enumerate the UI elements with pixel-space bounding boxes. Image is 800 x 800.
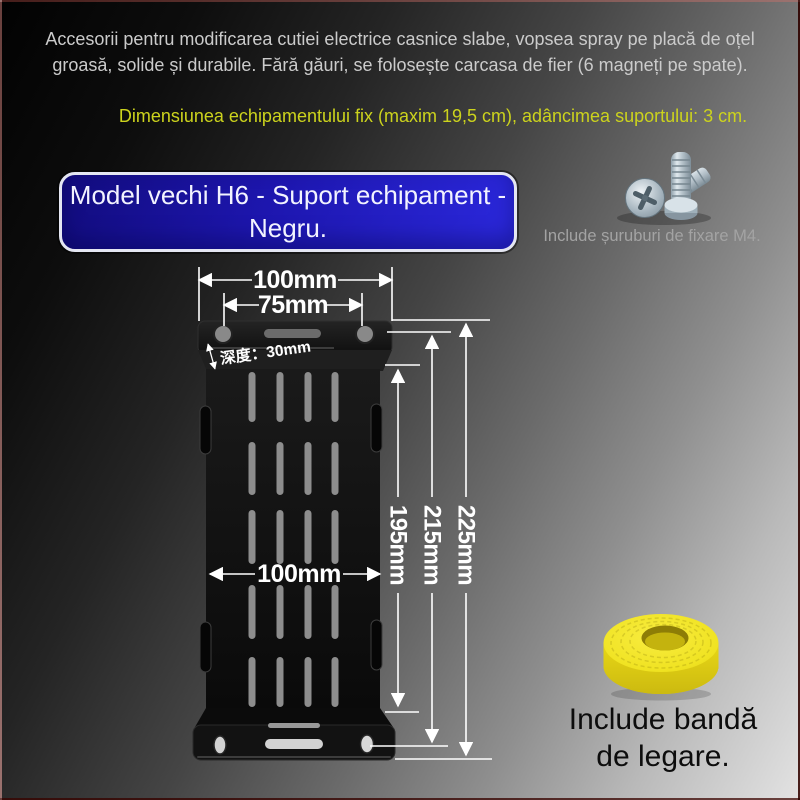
banner-line-1: Model vechi H6 - Suport echipament - <box>69 180 507 210</box>
banner-line-2: Negru. <box>248 213 328 243</box>
dimension-label-top-width: 100mm <box>253 266 337 294</box>
dimension-label-hole-spacing: 75mm <box>258 291 328 319</box>
header-line-1: Accesorii pentru modificarea cutiei elec… <box>45 29 755 49</box>
side-notches <box>199 403 383 673</box>
lying-screw-head <box>625 178 665 218</box>
standing-screw <box>664 152 698 220</box>
dimension-label-hole-height: 215mm <box>419 505 446 585</box>
subtitle-text: Dimensiunea echipamentului fix (maxim 19… <box>118 106 748 126</box>
dimension-lines <box>197 267 492 760</box>
dimension-label-total-height: 225mm <box>453 505 480 585</box>
band-caption-line-2: de legare. <box>596 740 730 773</box>
bracket-body <box>199 369 383 710</box>
velcro-band-photo <box>603 614 719 701</box>
vent-slots <box>248 372 339 707</box>
dimension-label-body-width: 100mm <box>257 560 341 588</box>
screws-photo <box>617 152 711 225</box>
bracket-top-flange <box>197 320 393 371</box>
band-caption: Include bandă de legare. <box>533 701 793 775</box>
dimension-label-body-height: 195mm <box>385 505 412 585</box>
header-line-2: groasă, solide și durabile. Fără găuri, … <box>52 55 748 75</box>
screws-caption: Include șuruburi de fixare M4. <box>543 227 761 245</box>
bracket-illustration <box>192 320 396 761</box>
dimension-hole-height <box>370 331 451 747</box>
depth-arrow <box>206 343 217 370</box>
band-caption-line-1: Include bandă <box>568 703 758 736</box>
bracket-bottom-flange <box>192 708 396 761</box>
dimension-body-height <box>385 364 420 713</box>
model-banner: Model vechi H6 - Suport echipament - Neg… <box>59 172 517 252</box>
header-text: Accesorii pentru modificarea cutiei elec… <box>2 26 798 78</box>
dimension-total-height <box>392 319 492 760</box>
